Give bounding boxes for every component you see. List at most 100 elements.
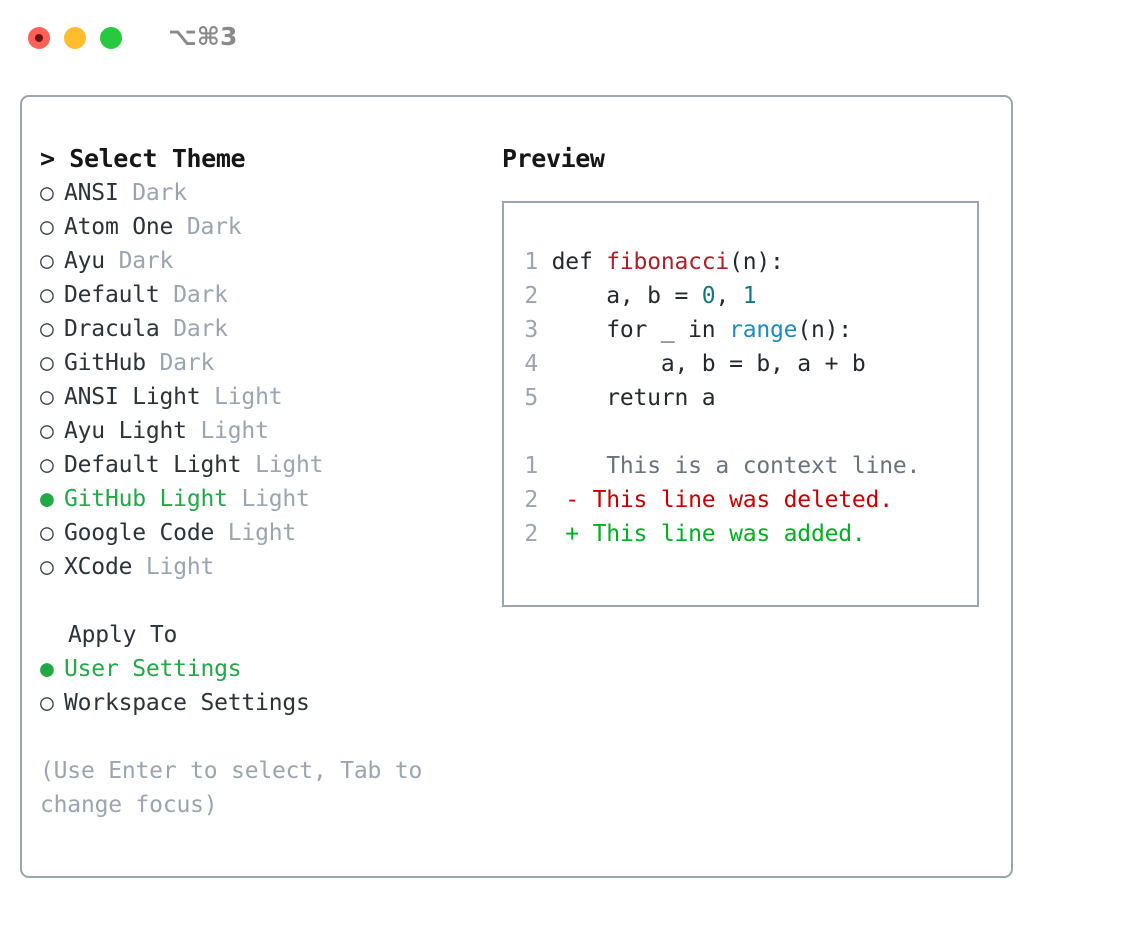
theme-item-label: ANSI Light: [64, 384, 201, 410]
theme-item-label: Dracula: [64, 316, 160, 342]
line-number: 2: [524, 487, 538, 513]
radio-unselected-icon: ○: [40, 350, 54, 376]
apply-to-option-workspace-settings[interactable]: ○Workspace Settings: [40, 686, 480, 720]
code-token-number: 1: [742, 283, 757, 309]
radio-unselected-icon: ○: [40, 282, 54, 308]
apply-to-header: Apply To: [68, 622, 178, 648]
theme-item-label: Ayu Light: [64, 418, 187, 444]
radio-selected-icon: ●: [40, 486, 54, 512]
theme-list[interactable]: ○ANSI Dark○Atom One Dark○Ayu Dark○Defaul…: [40, 176, 480, 584]
diff-line-added: 2 + This line was added.: [516, 517, 920, 551]
theme-item-xcode[interactable]: ○ XCode Light: [40, 550, 480, 584]
theme-item-label: GitHub: [64, 350, 146, 376]
theme-item-label: Ayu: [64, 248, 105, 274]
radio-unselected-icon: ○: [40, 520, 54, 546]
code-token-plain: def: [551, 249, 607, 275]
theme-item-variant-tag: Light: [200, 418, 269, 444]
diff-line-deleted: 2 - This line was deleted.: [516, 483, 920, 517]
diff-text: This line was deleted.: [578, 487, 893, 513]
theme-item-ansi-light[interactable]: ○ ANSI Light Light: [40, 380, 480, 414]
theme-item-ansi[interactable]: ○ ANSI Dark: [40, 176, 480, 210]
code-token-function: fibonacci: [606, 249, 730, 275]
diff-text: This line was added.: [578, 521, 866, 547]
line-number: 5: [524, 385, 538, 411]
traffic-lights: [28, 27, 122, 49]
theme-item-default-light[interactable]: ○ Default Light Light: [40, 448, 480, 482]
radio-unselected-icon: ○: [40, 316, 54, 342]
theme-item-label: ANSI: [64, 180, 119, 206]
diff-text: This is a context line.: [578, 453, 921, 479]
theme-item-variant-tag: Light: [227, 520, 297, 546]
theme-item-atom-one[interactable]: ○Atom One Dark: [40, 210, 480, 244]
theme-item-default[interactable]: ○Default Dark: [40, 278, 480, 312]
theme-item-github-light[interactable]: ● GitHub Light Light: [40, 482, 480, 516]
code-line: 1 def fibonacci(n):: [516, 245, 920, 279]
theme-item-ayu[interactable]: ○ Ayu Dark: [40, 244, 480, 278]
line-number: 2: [524, 521, 538, 547]
code-token-plain: ,: [715, 283, 743, 309]
line-number: 3: [524, 317, 538, 343]
theme-item-variant-tag: Dark: [159, 350, 215, 376]
theme-item-variant-tag: Dark: [186, 214, 242, 240]
code-token-plain: (n):: [729, 249, 784, 275]
code-line: 2 a, b = 0, 1: [516, 279, 920, 313]
title-bar: ⌥⌘3: [0, 0, 1140, 76]
apply-to-option-label: Workspace Settings: [64, 690, 310, 716]
theme-item-label: XCode: [64, 554, 133, 580]
theme-item-label: Default Light: [64, 452, 242, 478]
theme-item-variant-tag: Dark: [118, 248, 174, 274]
minimize-button[interactable]: [64, 27, 86, 49]
radio-unselected-icon: ○: [40, 180, 54, 206]
radio-unselected-icon: ○: [40, 554, 54, 580]
code-token-number: 0: [701, 283, 716, 309]
radio-unselected-icon: ○: [40, 214, 54, 240]
theme-item-variant-tag: Light: [241, 486, 310, 512]
theme-item-variant-tag: Dark: [132, 180, 187, 206]
apply-to-option-label: User Settings: [64, 656, 242, 682]
theme-item-variant-tag: Light: [145, 554, 215, 580]
keyboard-hint-text: (Use Enter to select, Tab to change focu…: [40, 758, 423, 818]
line-number: 1: [524, 453, 538, 479]
code-token-plain: return a: [551, 385, 716, 411]
code-spacer: [516, 415, 920, 449]
theme-item-variant-tag: Dark: [173, 316, 228, 342]
select-theme-header: > Select Theme: [40, 144, 246, 173]
theme-item-label: GitHub Light: [64, 486, 228, 512]
radio-unselected-icon: ○: [40, 384, 54, 410]
line-number: 2: [524, 283, 538, 309]
diff-marker: [565, 453, 579, 479]
radio-unselected-icon: ○: [40, 452, 54, 478]
code-line: 4 a, b = b, a + b: [516, 347, 920, 381]
diff-line-context: 1 This is a context line.: [516, 449, 920, 483]
code-token-plain: a, b = b, a + b: [551, 351, 866, 377]
main-panel: > Select Theme ○ANSI Dark○Atom One Dark○…: [20, 95, 1013, 878]
code-token-plain: (n):: [797, 317, 852, 343]
theme-item-label: Google Code: [64, 520, 215, 546]
keyboard-shortcut-label: ⌥⌘3: [168, 22, 238, 51]
theme-item-google-code[interactable]: ○ Google Code Light: [40, 516, 480, 550]
radio-selected-icon: ●: [40, 656, 54, 682]
preview-header: Preview: [502, 144, 605, 173]
code-token-plain: a, b =: [551, 283, 702, 309]
close-button[interactable]: [28, 27, 50, 49]
theme-item-github[interactable]: ○ GitHub Dark: [40, 346, 480, 380]
radio-unselected-icon: ○: [40, 418, 54, 444]
radio-unselected-icon: ○: [40, 248, 54, 274]
line-number: 4: [524, 351, 538, 377]
theme-item-ayu-light[interactable]: ○ Ayu Light Light: [40, 414, 480, 448]
apply-to-option-user-settings[interactable]: ● User Settings: [40, 652, 480, 686]
code-token-call: range: [729, 317, 798, 343]
code-line: 3 for _ in range(n):: [516, 313, 920, 347]
theme-item-variant-tag: Dark: [173, 282, 228, 308]
code-token-plain: for _ in: [551, 317, 730, 343]
theme-item-variant-tag: Light: [214, 384, 283, 410]
theme-item-variant-tag: Light: [255, 452, 324, 478]
theme-item-dracula[interactable]: ○ Dracula Dark: [40, 312, 480, 346]
maximize-button[interactable]: [100, 27, 122, 49]
diff-marker: +: [565, 521, 579, 547]
apply-to-list[interactable]: ● User Settings ○Workspace Settings: [40, 652, 480, 720]
preview-column: Preview 1 def fibonacci(n):2 a, b = 0, 1…: [502, 142, 1002, 607]
